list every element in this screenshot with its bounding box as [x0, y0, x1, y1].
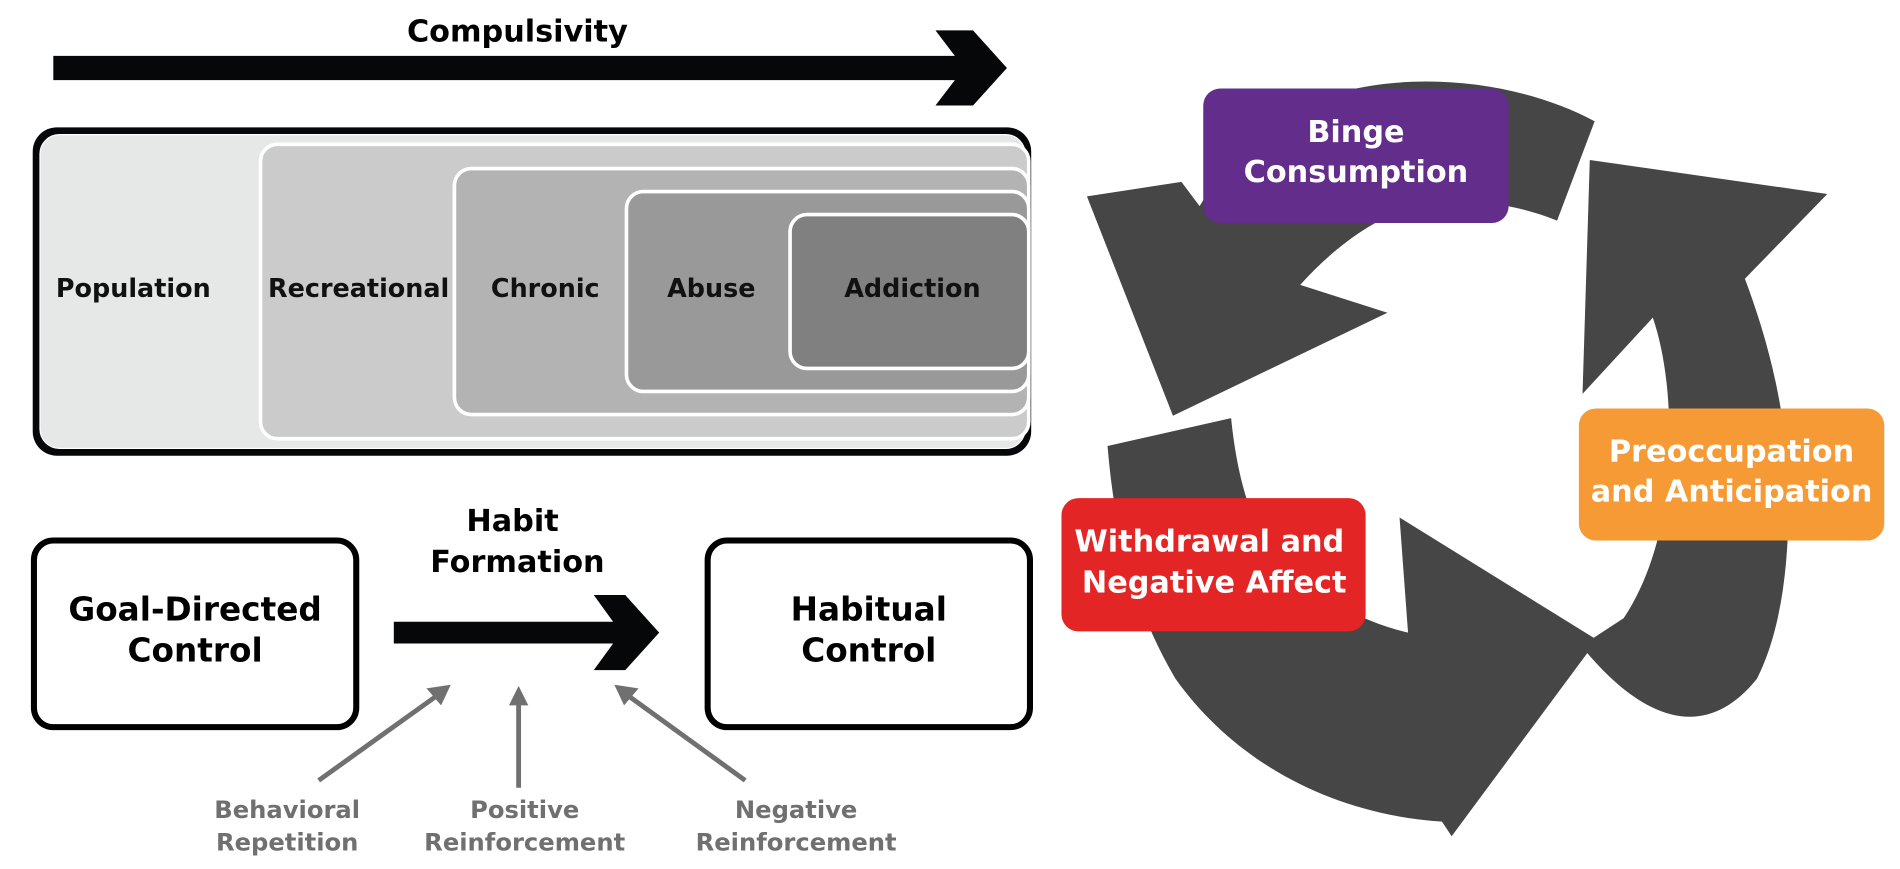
compulsivity-title: Compulsivity	[407, 14, 628, 49]
compulsivity-arrow	[53, 30, 1007, 106]
positive-reinforcement-line2: Reinforcement	[424, 829, 625, 857]
stage-chronic-label: Chronic	[491, 273, 600, 303]
stage-recreational-label: Recreational	[268, 273, 449, 303]
positive-reinforcement-arrowhead	[508, 685, 529, 706]
behavioral-repetition-arrowhead	[426, 684, 451, 706]
habit-section: Goal-Directed Control Habitual Control H…	[30, 504, 1034, 857]
binge-consumption-box	[1203, 88, 1509, 224]
preoccupation-line1: Preoccupation	[1609, 435, 1854, 470]
goal-directed-control-box	[30, 537, 360, 731]
negative-reinforcement-arrowhead	[614, 684, 639, 706]
habit-formation-label-line1: Habit	[466, 504, 558, 539]
factor-arrows	[317, 684, 747, 788]
negative-reinforcement-line2: Reinforcement	[696, 829, 897, 857]
goal-directed-label-line1: Goal-Directed	[68, 591, 321, 629]
preoccupation-anticipation-box	[1578, 408, 1885, 541]
positive-reinforcement-line1: Positive	[470, 796, 579, 824]
goal-directed-label-line2: Control	[127, 632, 262, 670]
stage-abuse-label: Abuse	[667, 273, 755, 303]
habitual-control-box	[704, 537, 1034, 731]
stage-addiction-box	[788, 212, 1031, 371]
stage-addiction-label: Addiction	[844, 273, 980, 303]
behavioral-repetition-line1: Behavioral	[214, 796, 360, 824]
binge-consumption-line1: Binge	[1307, 115, 1404, 150]
compulsivity-section: Compulsivity	[53, 14, 1007, 106]
withdrawal-negative-affect-box	[1061, 498, 1366, 632]
negative-reinforcement-arrow	[625, 692, 747, 783]
preoccupation-line2: and Anticipation	[1591, 475, 1873, 510]
stages-diagram: Population Recreational Chronic Abuse Ad…	[32, 127, 1032, 456]
stage-population-label: Population	[56, 273, 211, 303]
binge-consumption-line2: Consumption	[1244, 155, 1469, 190]
habitual-label-line2: Control	[801, 632, 936, 670]
habit-formation-arrow	[393, 595, 660, 671]
withdrawal-line2: Negative Affect	[1082, 566, 1347, 601]
cycle-stage-boxes: Binge Consumption Preoccupation and Anti…	[1061, 88, 1885, 632]
habit-formation-label-line2: Formation	[430, 545, 604, 580]
behavioral-repetition-line2: Repetition	[216, 829, 358, 857]
habitual-label-line1: Habitual	[791, 591, 947, 629]
negative-reinforcement-line1: Negative	[735, 796, 857, 824]
behavioral-repetition-arrow	[317, 692, 441, 783]
withdrawal-line1: Withdrawal and	[1074, 524, 1344, 559]
